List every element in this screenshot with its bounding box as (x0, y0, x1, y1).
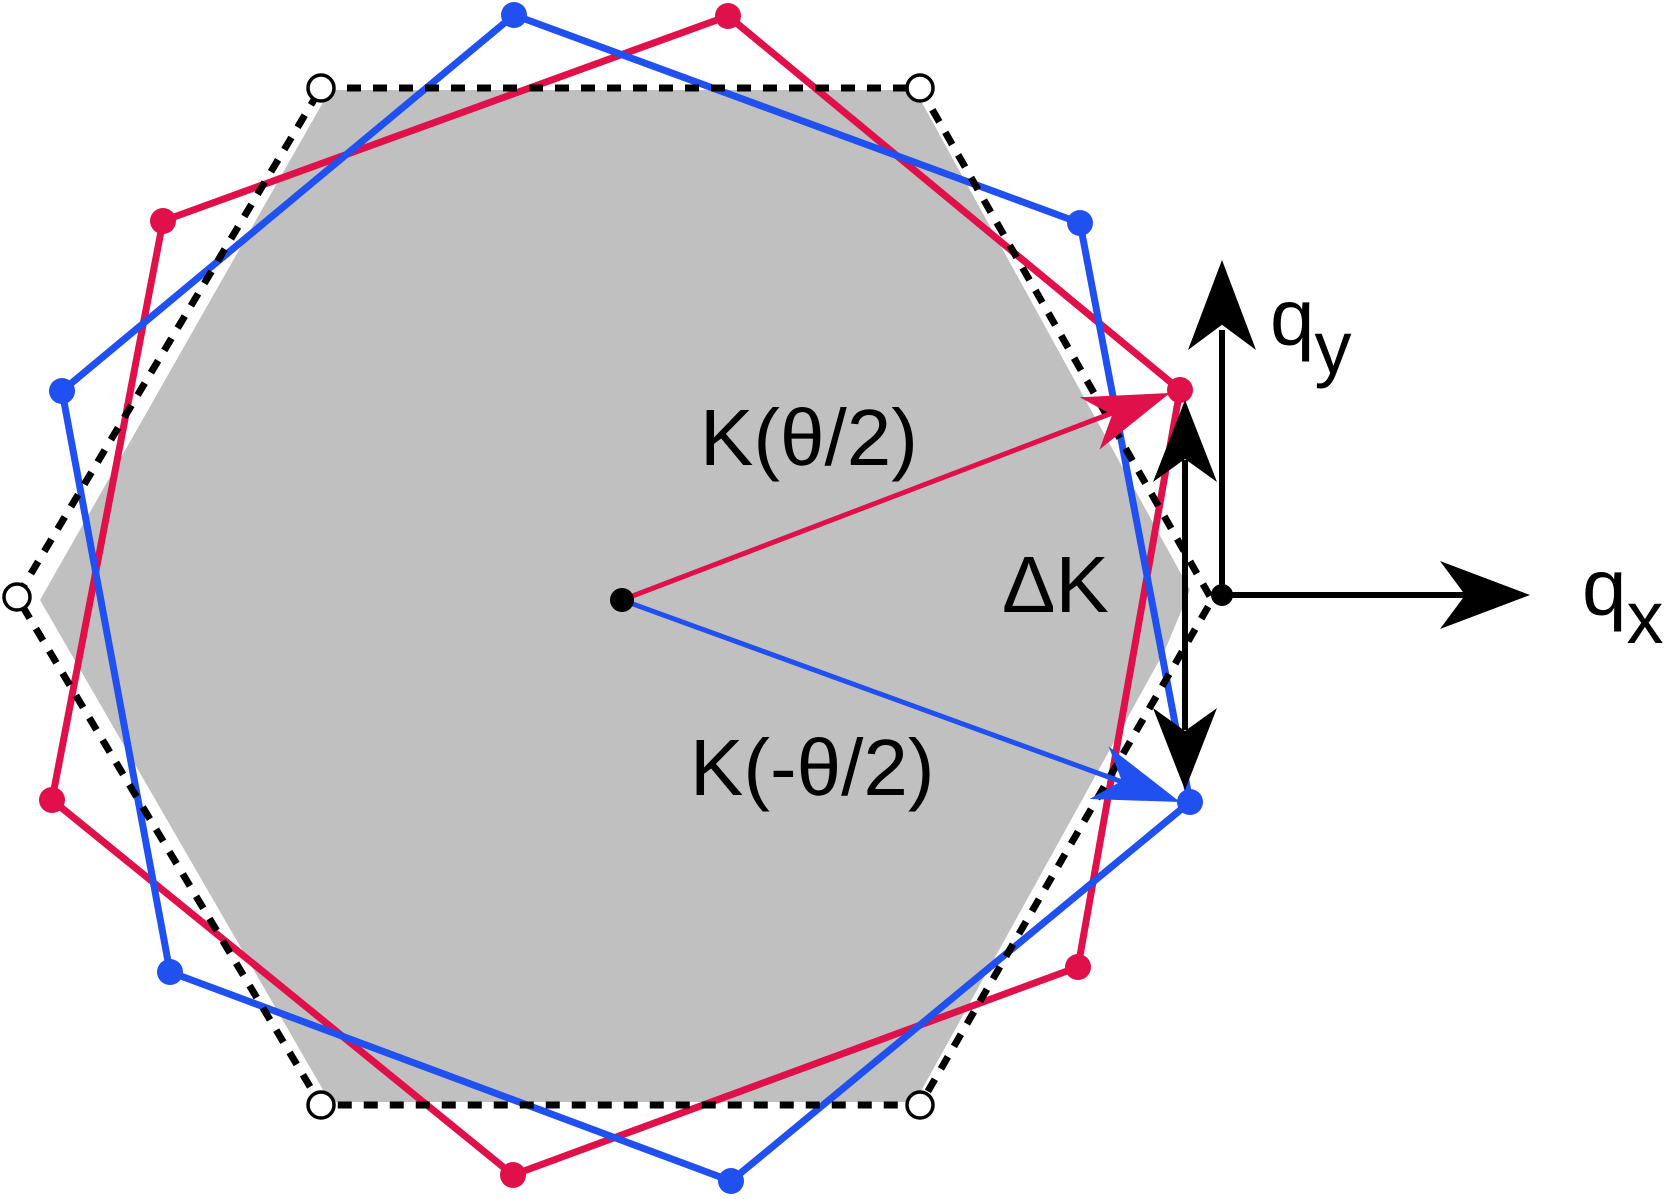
blue-vertex-dot (718, 1168, 744, 1194)
vertex-markers (2, 2, 1203, 1194)
qx-label: qx (1582, 543, 1664, 659)
k-minus-vector (621, 597, 1126, 786)
qy-arrowhead (1188, 260, 1256, 350)
delta-k-arrowhead-top (1153, 400, 1217, 482)
blue-vertex-dot (49, 378, 75, 404)
red-vertex-dot (715, 3, 741, 29)
open-vertex-dot (306, 73, 336, 103)
open-vertex-dot (905, 1090, 935, 1120)
qx-arrowhead (1440, 561, 1530, 629)
gamma-point-dot (610, 588, 634, 612)
k-plus-vector (621, 407, 1121, 603)
open-vertex-dot (306, 1090, 336, 1120)
red-vertex-dot (500, 1162, 526, 1188)
k-plus-label: K(θ/2) (700, 393, 918, 482)
red-vertex-dot (1065, 954, 1091, 980)
red-vertex-dot (39, 787, 65, 813)
blue-vertex-dot (1067, 210, 1093, 236)
k-plus-arrowhead (1079, 393, 1170, 450)
delta-k-arrowhead-bottom (1153, 708, 1217, 790)
delta-k-label: ΔK (1002, 540, 1109, 629)
qy-label: qy (1270, 273, 1352, 389)
red-vertex-dot (150, 208, 176, 234)
k-minus-label: K(-θ/2) (690, 723, 935, 812)
open-vertex-dot (2, 582, 32, 612)
blue-vertex-dot (157, 959, 183, 985)
k-minus-arrowhead (1089, 746, 1180, 802)
red-vertex-dot (1167, 377, 1193, 403)
open-vertex-dot (905, 73, 935, 103)
blue-vertex-dot (501, 2, 527, 28)
q-origin-dot (1211, 584, 1233, 606)
blue-vertex-dot (1177, 789, 1203, 815)
